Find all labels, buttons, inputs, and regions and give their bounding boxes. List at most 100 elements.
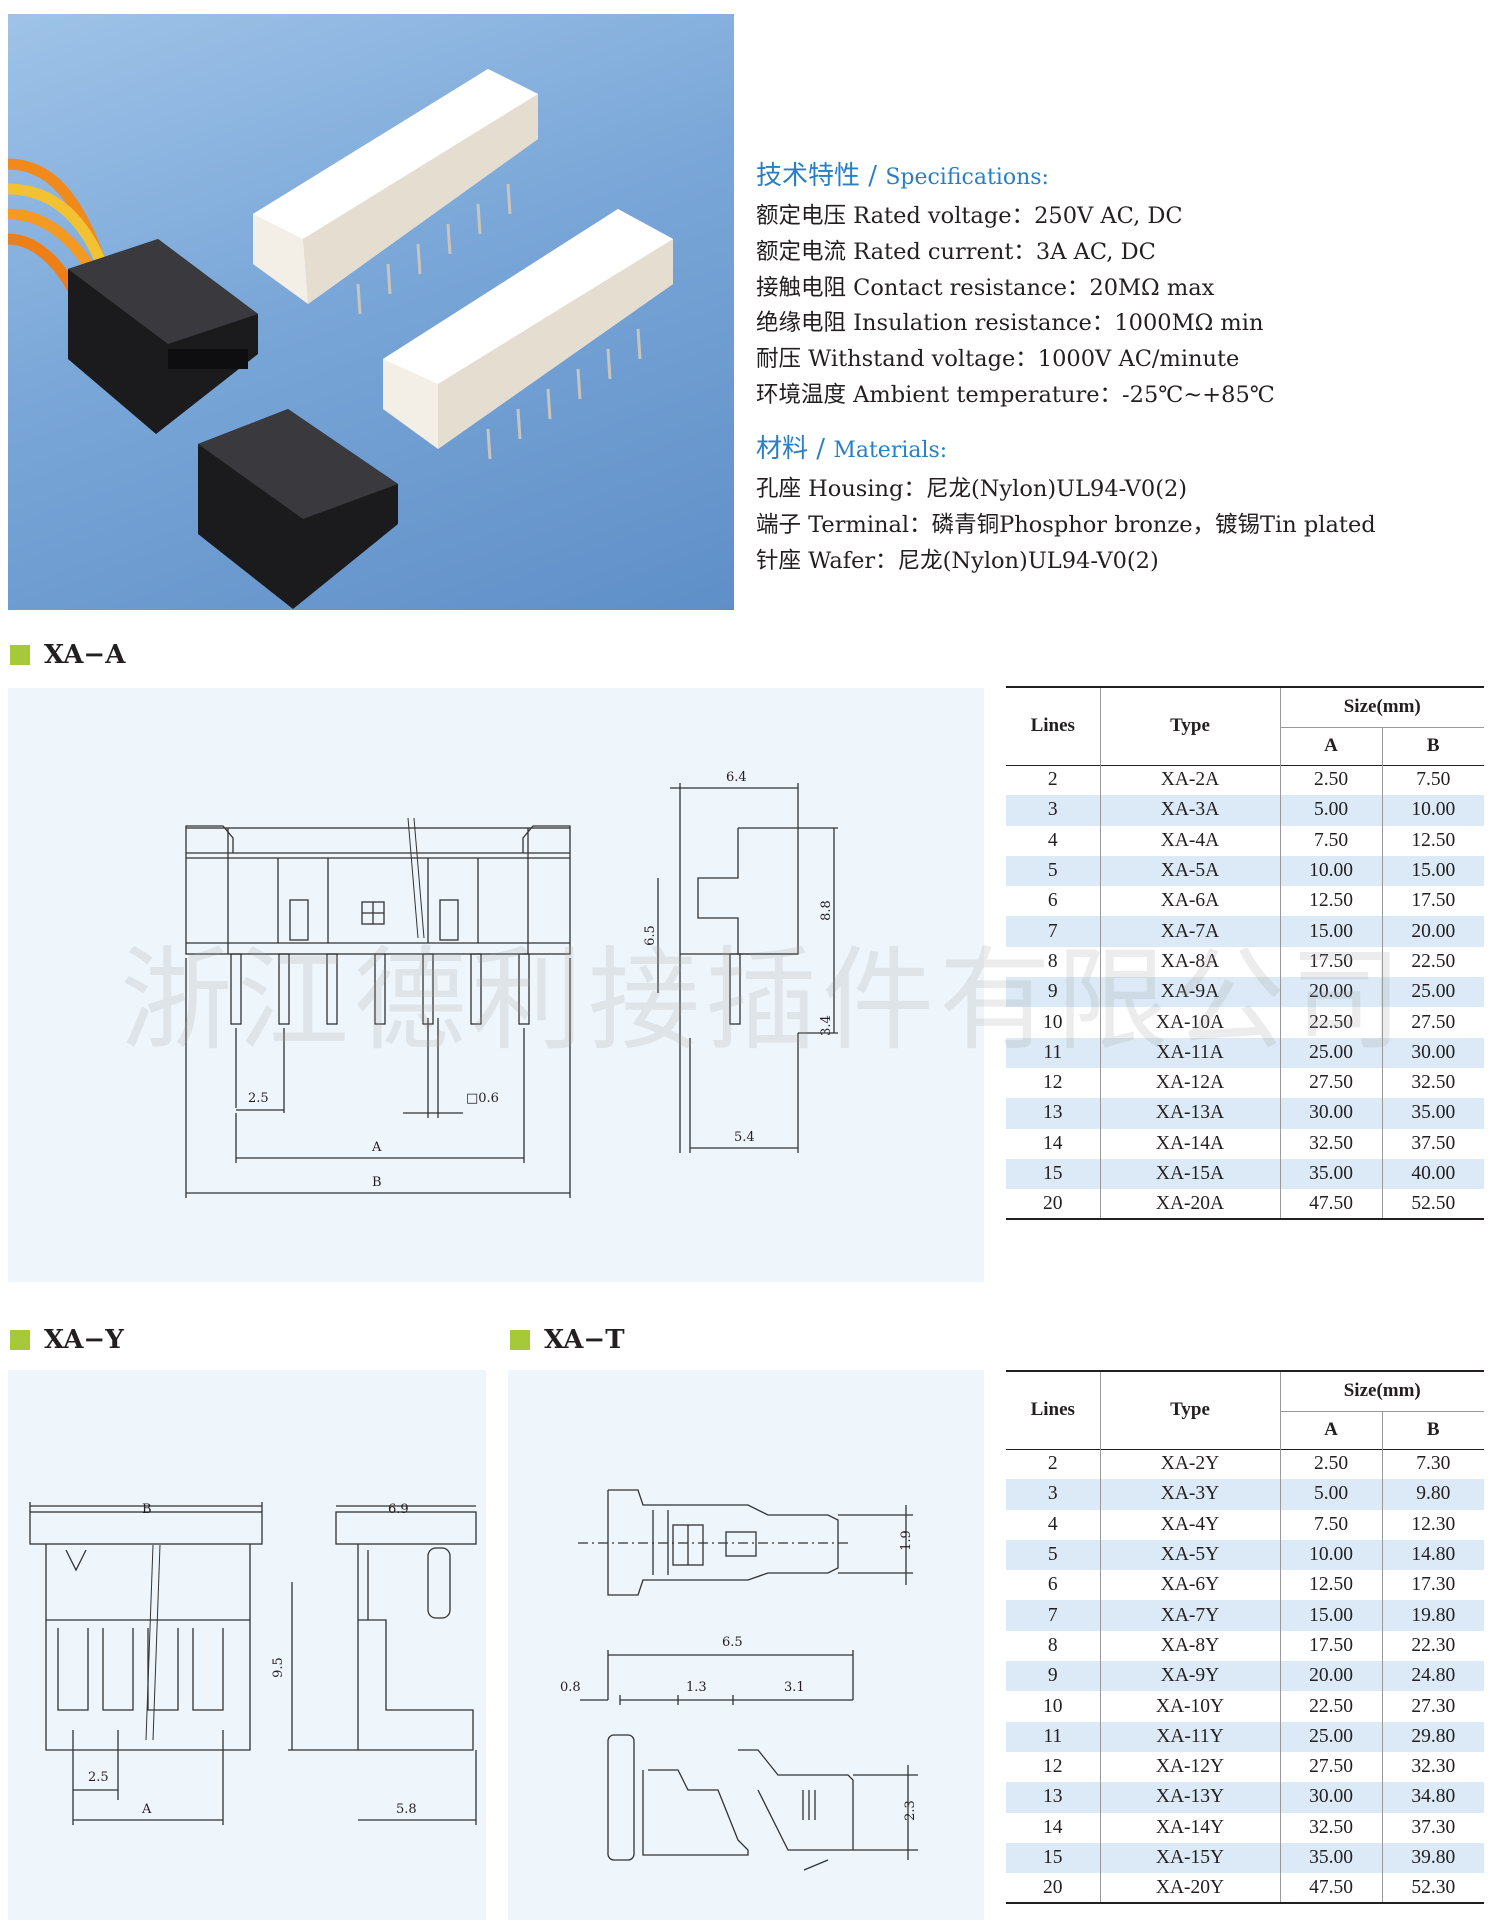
cell-size-a: 12.50: [1279, 1570, 1382, 1601]
cell-size-a: 27.50: [1279, 1067, 1382, 1099]
xa-y-technical-drawing: [29, 1502, 477, 1825]
section-title-xa-a: XA−A: [10, 640, 125, 670]
specs-heading: 技术特性 / Specifications:: [756, 155, 1049, 192]
cell-lines: 10: [1043, 1695, 1063, 1717]
cell-size-a: 25.00: [1279, 1721, 1382, 1752]
cell-size-a: 10.00: [1279, 855, 1382, 887]
cell-size-b: 20.00: [1381, 916, 1484, 947]
dim-label: A: [372, 1140, 382, 1155]
cell-size-b: 22.50: [1381, 946, 1484, 978]
cell-type: XA-4Y: [1099, 1509, 1280, 1540]
cell-lines: 3: [1047, 799, 1058, 821]
cell-type: XA-2A: [1099, 765, 1280, 796]
cell-lines: 3: [1047, 1483, 1058, 1505]
cell-size-a: 35.00: [1279, 1158, 1382, 1190]
dim-label: 3.4: [818, 1015, 834, 1036]
cell-size-a: 30.00: [1279, 1098, 1382, 1129]
cell-size-b: 22.30: [1381, 1630, 1484, 1662]
cell-size-b: 24.80: [1381, 1661, 1484, 1692]
cell-lines: 2: [1047, 1453, 1058, 1475]
dim-label: 6.9: [388, 1502, 409, 1517]
cell-type: XA-14A: [1099, 1128, 1280, 1159]
cell-lines: 13: [1043, 1102, 1063, 1124]
cell-size-b: 12.50: [1381, 825, 1484, 856]
cell-size-b: 32.50: [1381, 1067, 1484, 1099]
cell-size-a: 22.50: [1279, 1007, 1382, 1038]
specs-heading-en: Specifications:: [885, 165, 1049, 190]
section-marker: [10, 645, 30, 665]
cell-lines: 15: [1043, 1163, 1063, 1184]
cell-type: XA-9Y: [1099, 1661, 1280, 1692]
dim-label: 9.5: [270, 1657, 286, 1678]
cell-lines: 20: [1043, 1876, 1063, 1898]
cell-size-a: 30.00: [1279, 1782, 1382, 1813]
cell-lines: 5: [1047, 860, 1058, 882]
cell-type: XA-12Y: [1099, 1751, 1280, 1783]
cell-type: XA-13A: [1099, 1098, 1280, 1129]
materials-heading: 材料 / Materials:: [756, 428, 947, 465]
cell-lines: 11: [1043, 1041, 1063, 1063]
cell-size-b: 7.50: [1381, 765, 1484, 796]
dim-label: □0.6: [466, 1091, 499, 1106]
cell-size-b: 15.00: [1381, 855, 1484, 887]
cell-lines: 12: [1043, 1072, 1063, 1094]
cell-type: XA-12A: [1099, 1067, 1280, 1099]
cell-lines: 9: [1047, 1665, 1058, 1687]
cell-size-a: 2.50: [1279, 1449, 1382, 1480]
cell-size-b: 37.30: [1381, 1812, 1484, 1843]
header-b: B: [1381, 1411, 1484, 1449]
section-title-xa-t: XA−T: [510, 1325, 625, 1355]
cell-type: XA-3Y: [1099, 1479, 1280, 1510]
cell-type: XA-8A: [1099, 946, 1280, 978]
cell-lines: 13: [1043, 1786, 1063, 1808]
material-wafer: 针座 Wafer：尼龙(Nylon)UL94-V0(2): [756, 547, 1159, 574]
cell-size-a: 27.50: [1279, 1751, 1382, 1783]
cell-lines: 7: [1047, 1604, 1058, 1626]
cell-size-b: 34.80: [1381, 1782, 1484, 1813]
cell-size-a: 5.00: [1279, 1479, 1382, 1510]
cell-lines: 4: [1047, 829, 1058, 851]
material-terminal: 端子 Terminal：磷青铜Phosphor bronze，镀锡Tin pla…: [756, 511, 1376, 538]
cell-type: XA-4A: [1099, 825, 1280, 856]
cell-lines: 6: [1047, 1574, 1058, 1596]
dim-label: 8.8: [818, 900, 834, 921]
specs-heading-cn: 技术特性: [756, 161, 861, 191]
cell-type: XA-10Y: [1099, 1691, 1280, 1722]
cell-type: XA-7Y: [1099, 1600, 1280, 1631]
header-size: Size(mm): [1279, 1370, 1484, 1412]
spec-contact-resistance: 接触电阻 Contact resistance：20MΩ max: [756, 274, 1215, 301]
cell-lines: 20: [1043, 1192, 1063, 1214]
cell-type: XA-3A: [1099, 795, 1280, 826]
cell-size-a: 12.50: [1279, 886, 1382, 917]
section-title-text: XA−Y: [44, 1325, 124, 1355]
cell-type: XA-11Y: [1099, 1721, 1280, 1752]
cell-size-b: 35.00: [1381, 1098, 1484, 1129]
cell-size-a: 35.00: [1279, 1842, 1382, 1874]
heading-divider: /: [816, 434, 834, 464]
cell-size-b: 52.30: [1381, 1873, 1484, 1904]
spec-rated-current: 额定电流 Rated current：3A AC, DC: [756, 238, 1156, 265]
cell-size-a: 15.00: [1279, 1600, 1382, 1631]
dim-label: B: [142, 1502, 152, 1517]
cell-size-a: 15.00: [1279, 916, 1382, 947]
dim-label: 0.8: [560, 1680, 581, 1695]
cell-size-b: 39.80: [1381, 1842, 1484, 1874]
cell-type: XA-9A: [1099, 977, 1280, 1008]
cell-size-b: 29.80: [1381, 1721, 1484, 1752]
cell-lines: 15: [1043, 1847, 1063, 1868]
cell-size-a: 17.50: [1279, 946, 1382, 978]
